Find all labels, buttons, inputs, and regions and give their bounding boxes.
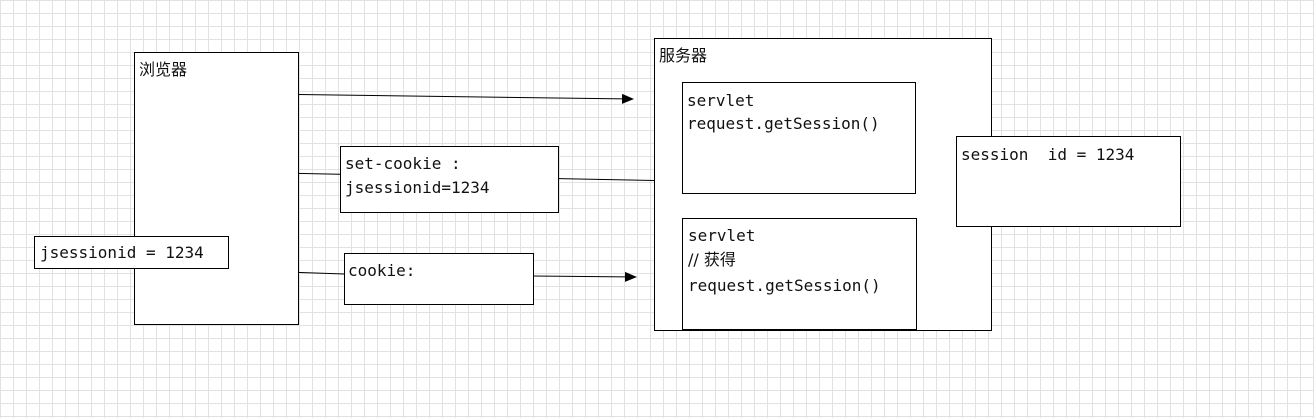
get-session-call: request.getSession() [688, 276, 881, 295]
comment-label: // 获得 [688, 250, 736, 269]
set-cookie-value: jsessionid=1234 [345, 178, 490, 197]
cookie-box: cookie: [344, 253, 534, 305]
servlet-label: servlet [688, 226, 756, 245]
browser-title: 浏览器 [139, 60, 188, 79]
browser-jsessionid-label: jsessionid = 1234 [40, 243, 204, 262]
cookie-request-arrow [533, 271, 637, 282]
servlet-box-get: servlet // 获得 request.getSession() [682, 218, 917, 330]
browser-box: 浏览器 [134, 52, 299, 325]
servlet-label: servlet [687, 91, 755, 110]
request-arrow [260, 93, 634, 104]
browser-jsessionid-box: jsessionid = 1234 [34, 236, 229, 269]
cookie-header: cookie: [348, 261, 416, 280]
servlet-box-create: servlet request.getSession() [682, 82, 916, 194]
session-id-label: session id = 1234 [961, 145, 1135, 164]
set-cookie-box: set-cookie : jsessionid=1234 [340, 146, 559, 213]
server-title: 服务器 [659, 46, 708, 65]
get-session-call: request.getSession() [687, 114, 880, 133]
set-cookie-header: set-cookie : [345, 154, 461, 173]
session-box: session id = 1234 [956, 136, 1181, 227]
